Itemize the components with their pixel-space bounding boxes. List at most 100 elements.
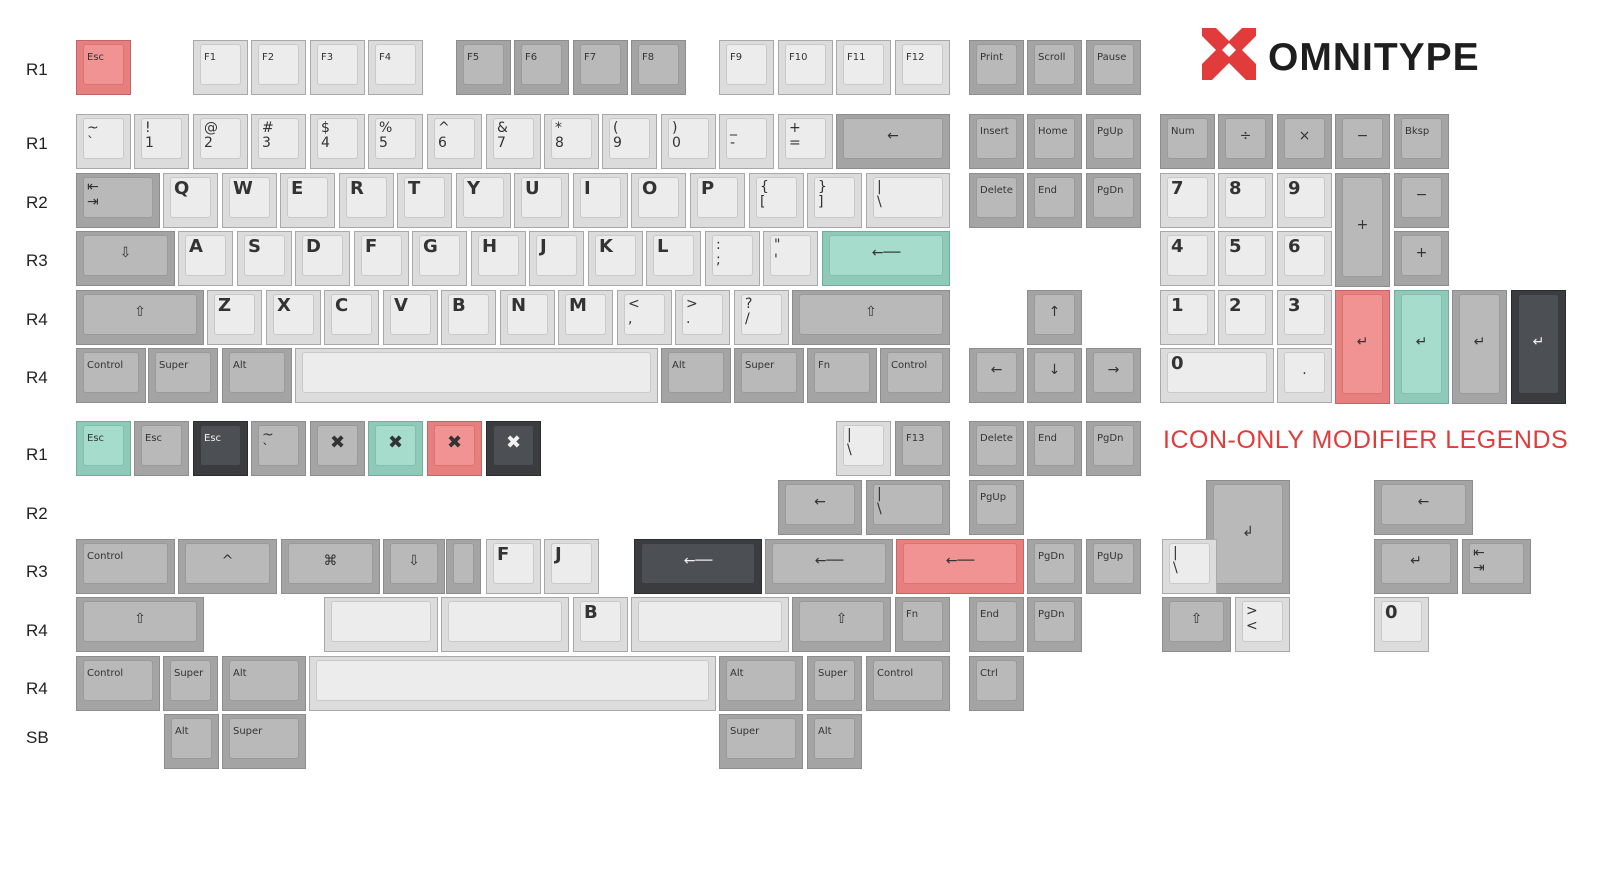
key-legend: R bbox=[350, 178, 364, 199]
key-legend: Alt bbox=[233, 360, 247, 371]
keycap: V bbox=[383, 290, 438, 345]
key-legend: F2 bbox=[262, 52, 275, 63]
keycap: | \ bbox=[866, 173, 950, 228]
keycap: N bbox=[500, 290, 555, 345]
keycap: J bbox=[529, 231, 584, 286]
keycap: PgUp bbox=[1086, 114, 1141, 169]
key-legend: ↵ bbox=[1532, 333, 1545, 350]
keycap: F5 bbox=[456, 40, 511, 95]
key-legend: D bbox=[306, 236, 321, 257]
key-legend: ←── bbox=[945, 553, 975, 570]
keycap: 1 bbox=[1160, 290, 1215, 345]
keycap: F6 bbox=[514, 40, 569, 95]
keycap: G bbox=[412, 231, 467, 286]
key-legend: C bbox=[335, 295, 349, 316]
key-legend: F7 bbox=[584, 52, 597, 63]
key-legend: Bksp bbox=[1405, 126, 1430, 137]
keycap: 0 bbox=[1160, 348, 1274, 403]
keycap: ←── bbox=[765, 539, 893, 594]
key-legend: Control bbox=[891, 360, 928, 371]
key-legend: Ctrl bbox=[980, 668, 998, 679]
key-legend: + bbox=[1356, 216, 1369, 233]
brand-name: OMNITYPE bbox=[1268, 36, 1480, 79]
key-legend: Alt bbox=[818, 726, 832, 737]
keycap: PgDn bbox=[1086, 173, 1141, 228]
keycap: S bbox=[237, 231, 292, 286]
keycap: J bbox=[544, 539, 599, 594]
key-legend: F11 bbox=[847, 52, 866, 63]
key-legend: 1 bbox=[1171, 295, 1184, 316]
row-label: R4 bbox=[26, 621, 48, 640]
key-legend: PgUp bbox=[980, 492, 1007, 503]
keycap: Delete bbox=[969, 421, 1024, 476]
row-label: R1 bbox=[26, 445, 48, 464]
keycap: ✖ bbox=[427, 421, 482, 476]
keycap: P bbox=[690, 173, 745, 228]
key-legend: ⇧ bbox=[134, 304, 146, 321]
keycap: ✖ bbox=[368, 421, 423, 476]
keycap: F bbox=[354, 231, 409, 286]
key-legend: Super bbox=[159, 360, 189, 371]
key-legend: & 7 bbox=[497, 120, 508, 151]
keycap: Num bbox=[1160, 114, 1215, 169]
key-legend: F bbox=[497, 544, 510, 565]
keycap: Fn bbox=[807, 348, 877, 403]
keycap: ^ 6 bbox=[427, 114, 482, 169]
key-legend: ) 0 bbox=[672, 120, 681, 151]
keycap: Esc bbox=[76, 421, 131, 476]
keycap: C bbox=[324, 290, 379, 345]
key-legend: Z bbox=[218, 295, 232, 316]
key-legend: F9 bbox=[730, 52, 743, 63]
key-legend: Super bbox=[745, 360, 775, 371]
key-legend: T bbox=[408, 178, 421, 199]
keycap: : ; bbox=[705, 231, 760, 286]
key-legend: 5 bbox=[1229, 236, 1242, 257]
keycap: Fn bbox=[895, 597, 950, 652]
keycap: @ 2 bbox=[193, 114, 248, 169]
keycap: R bbox=[339, 173, 394, 228]
keycap: I bbox=[573, 173, 628, 228]
key-legend: ↲ bbox=[1242, 523, 1254, 540]
key-legend: Pause bbox=[1097, 52, 1127, 63]
key-legend: Super bbox=[818, 668, 848, 679]
keycap bbox=[324, 597, 438, 652]
key-legend: ↵ bbox=[1473, 333, 1486, 350]
key-legend: ⇧ bbox=[865, 304, 877, 321]
keycap: ←── bbox=[896, 539, 1024, 594]
key-legend: F5 bbox=[467, 52, 480, 63]
keycap: W bbox=[222, 173, 277, 228]
keycap: $ 4 bbox=[310, 114, 365, 169]
keycap: Y bbox=[456, 173, 511, 228]
keycap: ↲ bbox=[1206, 480, 1290, 594]
keycap: End bbox=[969, 597, 1024, 652]
keycap: F2 bbox=[251, 40, 306, 95]
key-legend: Fn bbox=[906, 609, 919, 620]
key-legend: : ; bbox=[716, 237, 721, 268]
key-legend: ^ 6 bbox=[438, 120, 450, 151]
key-legend: 2 bbox=[1229, 295, 1242, 316]
keycap: ~ ` bbox=[76, 114, 131, 169]
key-legend: ^ bbox=[221, 553, 234, 570]
key-legend: { [ bbox=[760, 179, 769, 210]
keycap: Print bbox=[969, 40, 1024, 95]
keycap: ) 0 bbox=[661, 114, 716, 169]
key-legend: | \ bbox=[877, 179, 882, 210]
key-legend: ← bbox=[1417, 494, 1430, 511]
key-legend: ⇩ bbox=[119, 245, 132, 262]
keycap: End bbox=[1027, 421, 1082, 476]
keycap: M bbox=[558, 290, 613, 345]
key-legend: ? / bbox=[745, 296, 753, 327]
key-legend: > < bbox=[1246, 603, 1258, 634]
key-legend: ←── bbox=[871, 245, 901, 262]
key-legend: ~ ` bbox=[262, 427, 274, 458]
key-legend: PgDn bbox=[1097, 185, 1124, 196]
keycap: PgUp bbox=[1086, 539, 1141, 594]
key-legend: Delete bbox=[980, 433, 1013, 444]
keycap: ^ bbox=[178, 539, 277, 594]
keycap: | \ bbox=[836, 421, 891, 476]
keycap: Super bbox=[163, 656, 218, 711]
key-legend: ⌘ bbox=[323, 553, 338, 570]
key-legend: Control bbox=[87, 551, 124, 562]
keycap: Super bbox=[148, 348, 218, 403]
keycap: 8 bbox=[1218, 173, 1273, 228]
